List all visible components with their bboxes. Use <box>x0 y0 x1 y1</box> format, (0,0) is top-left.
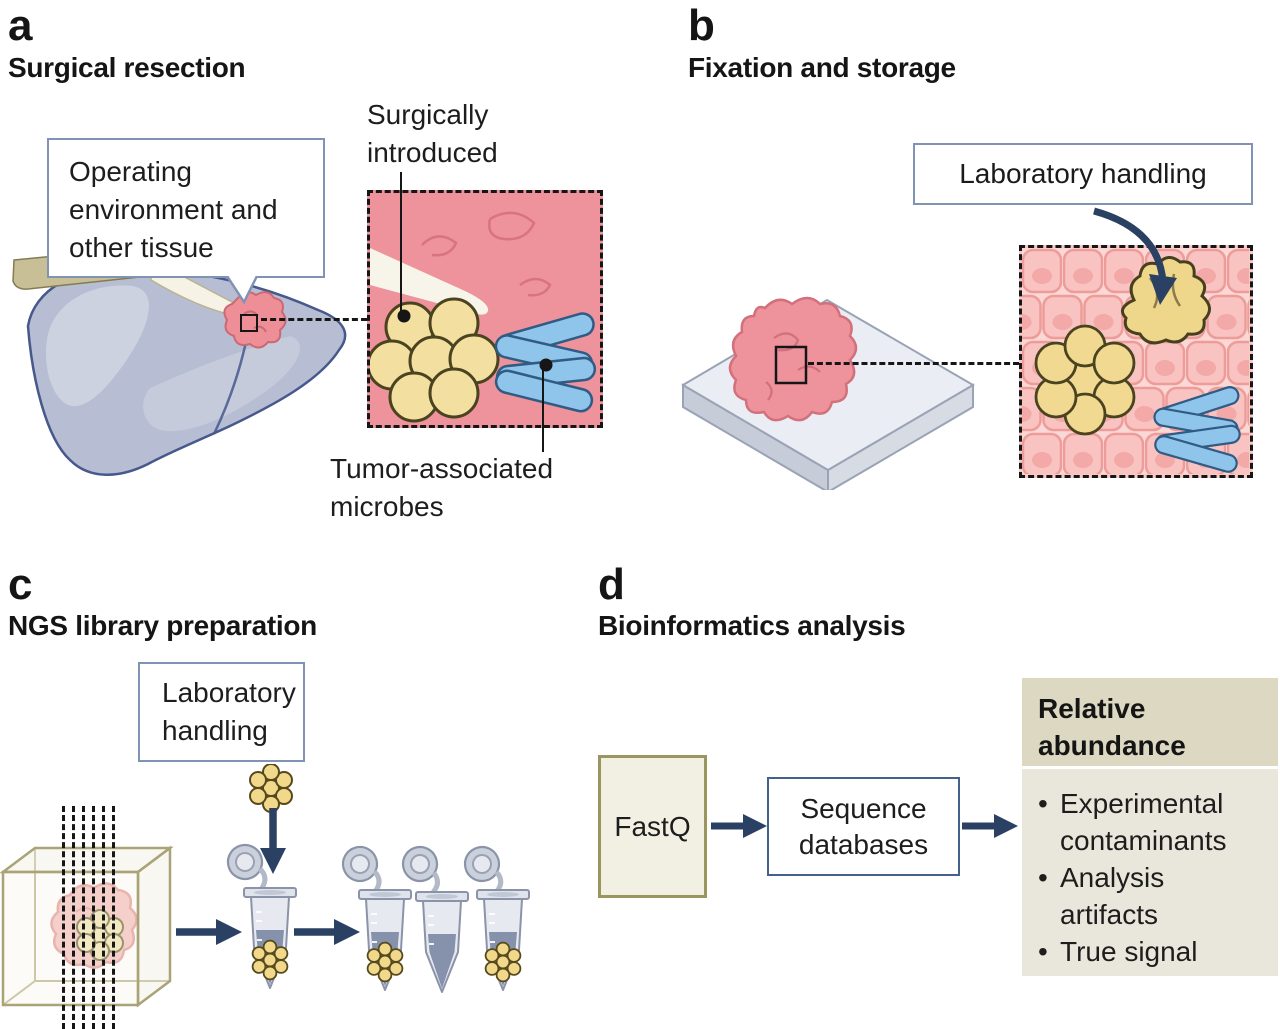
section-line <box>62 806 65 1029</box>
liver-highlight-left <box>46 285 149 407</box>
list-item: • Experimental contaminants <box>1038 785 1278 859</box>
liver-highlight-right <box>143 336 301 432</box>
leader-line-top <box>400 172 402 312</box>
relative-abundance-list: • Experimental contaminants • Analysis a… <box>1022 769 1278 976</box>
panel-b-title: Fixation and storage <box>688 52 956 83</box>
slab-tumor <box>728 296 858 422</box>
lab-handling-box-b: Laboratory handling <box>913 143 1253 205</box>
section-line <box>112 806 115 1029</box>
fastq-label: FastQ <box>614 810 691 842</box>
tissue-cube <box>0 845 174 1008</box>
section-line <box>102 806 105 1029</box>
leader-line-bottom <box>542 368 544 452</box>
list-item-text: True signal <box>1060 936 1198 967</box>
lab-handling-box-c: Laboratory handling <box>138 662 305 762</box>
slab-inset-marker <box>774 345 808 385</box>
cocci-cluster-yellow <box>366 297 500 423</box>
cocci-cluster-yellow-b <box>1034 324 1136 436</box>
slab-tumor-texture <box>765 332 821 401</box>
tube-aliquot-1 <box>339 843 412 991</box>
cube-front-face <box>1 870 140 1007</box>
lab-handling-label-b: Laboratory handling <box>959 158 1207 189</box>
list-item: • True signal <box>1038 933 1278 970</box>
section-line <box>72 806 75 1029</box>
panel-d-title: Bioinformatics analysis <box>598 610 906 641</box>
leader-dot-top <box>397 309 411 323</box>
list-item-text: Experimental contaminants <box>1060 788 1227 856</box>
inset-connector-b <box>808 362 1019 365</box>
sequence-databases-box: Sequence databases <box>767 777 960 876</box>
section-line <box>82 806 85 1029</box>
contaminant-cluster-falling <box>249 764 293 813</box>
inset-box-b <box>1019 245 1253 478</box>
arrow-tube-to-tubes <box>294 919 360 945</box>
relative-abundance-header: Relative abundance <box>1022 678 1278 766</box>
tube-aliquot-3 <box>461 843 530 991</box>
rod-cluster-blue <box>494 312 597 413</box>
tumor-blob <box>223 291 287 349</box>
rod-cluster-blue-b <box>1153 386 1241 473</box>
inset-box-a <box>366 190 603 428</box>
arrow-fastq-to-db <box>711 814 767 838</box>
callout-tumor-associated: Tumor-associated microbes <box>330 453 554 522</box>
panel-a-title: Surgical resection <box>8 52 246 83</box>
panel-b-label: b <box>688 1 715 50</box>
cube-right-face <box>136 845 172 1008</box>
lab-handling-label-c: Laboratory handling <box>162 677 296 746</box>
callout-surgically-introduced: Surgically introduced <box>367 99 498 168</box>
section-line <box>92 806 95 1029</box>
tumor-inset-marker <box>240 314 258 332</box>
speech-bubble-pointer <box>225 276 259 305</box>
tissue-slab <box>681 296 975 490</box>
speech-bubble: Operating environment and other tissue <box>47 138 325 278</box>
speech-bubble-text: Operating environment and other tissue <box>69 156 278 263</box>
sample-tubes <box>220 836 530 993</box>
tissue-texture-lines <box>421 211 552 297</box>
tube-aliquot-2 <box>400 844 469 993</box>
bullet-icon: • <box>1038 936 1048 967</box>
sequence-databases-label: Sequence databases <box>798 792 929 860</box>
panel-c-title: NGS library preparation <box>8 610 317 641</box>
arrow-down-into-tube <box>260 808 286 874</box>
relative-abundance-title: Relative abundance <box>1038 693 1186 761</box>
arrow-db-to-result <box>962 814 1018 838</box>
bullet-icon: • <box>1038 788 1048 819</box>
panel-c-label: c <box>8 560 33 609</box>
tube-single <box>224 841 297 989</box>
curved-arrow-b <box>1093 207 1177 305</box>
arrow-cube-to-tube <box>176 919 242 945</box>
list-item: • Analysis artifacts <box>1038 859 1278 933</box>
inset-a-art <box>366 211 597 423</box>
panel-a-label: a <box>8 1 33 50</box>
list-item-text: Analysis artifacts <box>1060 862 1165 930</box>
inset-b-art <box>1022 248 1249 474</box>
panel-d-label: d <box>598 560 625 609</box>
inset-connector-a <box>261 318 367 321</box>
fastq-box: FastQ <box>598 755 707 898</box>
bullet-icon: • <box>1038 862 1048 893</box>
